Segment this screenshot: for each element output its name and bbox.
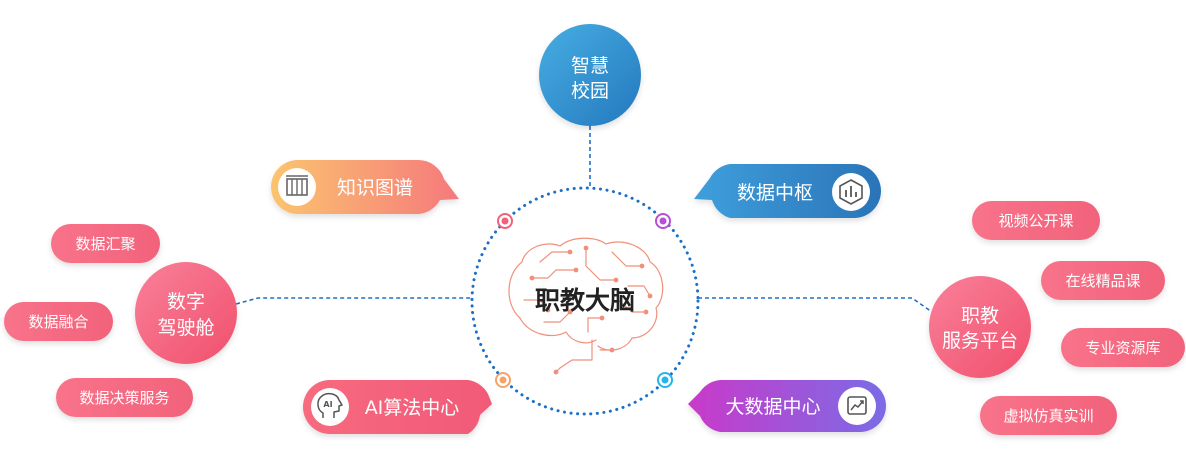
left-pills: 数据汇聚 数据融合 数据决策服务: [4, 224, 193, 417]
pill-data-decision-service[interactable]: [56, 378, 193, 417]
ai-head-icon: AI: [311, 388, 349, 426]
books-icon: [278, 168, 316, 206]
connector-right: [698, 297, 933, 313]
pill-video-open-course-label: 视频公开课: [998, 212, 1073, 230]
center-title: 职教大脑: [535, 286, 635, 315]
data-chart-icon: [832, 173, 870, 211]
connector-lines: [235, 126, 933, 313]
bubble-data-hub[interactable]: [694, 164, 881, 218]
pill-professional-resource-library-label: 专业资源库: [1085, 339, 1160, 357]
pill-data-fusion[interactable]: [4, 302, 113, 341]
bubble-knowledge-graph-label: 知识图谱: [337, 177, 413, 199]
bubble-ai-algorithm-center[interactable]: [303, 380, 492, 434]
pill-professional-resource-library[interactable]: [1061, 328, 1185, 367]
bubble-data-hub-label: 数据中枢: [737, 182, 813, 204]
pill-data-aggregation[interactable]: [51, 224, 160, 263]
ring-markers: [495, 213, 673, 388]
pill-online-quality-course-label: 在线精品课: [1065, 272, 1140, 290]
node-smart-campus-line1: 智慧: [571, 55, 609, 77]
svg-text:AI: AI: [323, 400, 332, 409]
connector-left: [235, 297, 472, 305]
node-vocational-service-platform[interactable]: [929, 276, 1031, 378]
node-digital-cockpit-line1: 数字: [167, 291, 205, 313]
node-vocational-service-platform-line2: 服务平台: [942, 330, 1018, 352]
pill-video-open-course[interactable]: [972, 201, 1100, 240]
pill-virtual-simulation-training-label: 虚拟仿真实训: [1003, 407, 1093, 425]
bubble-big-data-center-label: 大数据中心: [725, 396, 820, 418]
node-smart-campus-line2: 校园: [571, 80, 609, 102]
node-digital-cockpit-line2: 驾驶舱: [157, 317, 214, 339]
node-vocational-service-platform-circle: [929, 276, 1031, 378]
pill-data-fusion-label: 数据融合: [28, 313, 88, 331]
node-smart-campus-circle: [539, 24, 641, 126]
brain-circuit-nodes: [529, 245, 653, 375]
node-vocational-service-platform-line1: 职教: [961, 305, 999, 327]
bubble-ai-algorithm-center-label: AI算法中心: [365, 397, 460, 419]
node-smart-campus[interactable]: [539, 24, 641, 126]
brain-circuit-icon: [508, 237, 664, 373]
trend-chart-icon: [838, 387, 876, 425]
pill-data-aggregation-label: 数据汇聚: [75, 235, 135, 253]
node-digital-cockpit-circle: [135, 262, 237, 364]
pill-data-decision-service-label: 数据决策服务: [79, 389, 169, 407]
right-pills: 视频公开课 在线精品课 专业资源库 虚拟仿真实训: [972, 201, 1185, 435]
pill-virtual-simulation-training[interactable]: [980, 396, 1117, 435]
node-digital-cockpit[interactable]: [135, 262, 237, 364]
pill-online-quality-course[interactable]: [1041, 261, 1165, 300]
bubble-big-data-center[interactable]: [688, 380, 886, 432]
center-dotted-ring: [470, 186, 700, 416]
bubble-knowledge-graph[interactable]: [271, 159, 459, 214]
